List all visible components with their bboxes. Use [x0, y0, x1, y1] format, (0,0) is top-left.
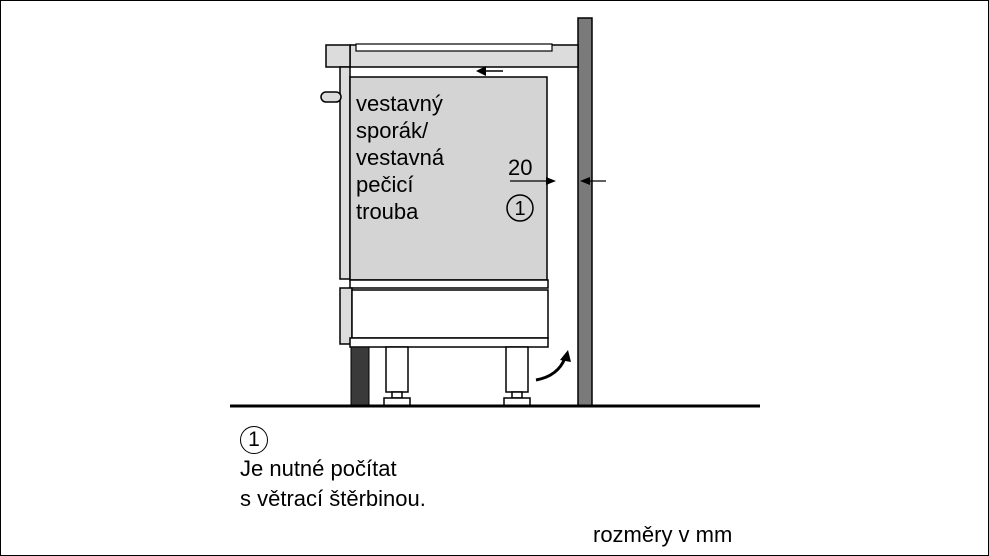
drawer-top-rail — [349, 279, 549, 289]
appliance-label-line: pečicí — [356, 172, 413, 197]
hob-surface — [355, 43, 553, 52]
appliance-label-line: sporák/ — [356, 118, 429, 143]
note-line-2: s větrací štěrbinou. — [240, 486, 426, 511]
units-caption: rozměry v mm — [593, 522, 733, 547]
dimension-label: 20 — [508, 155, 532, 180]
wall — [577, 17, 593, 407]
dimension-arrows — [510, 177, 606, 185]
ventilation-note: 1 Je nutné počítat s větrací štěrbinou. — [240, 424, 426, 514]
oven-body — [349, 76, 548, 281]
appliance-label: vestavný sporák/ vestavná pečicí trouba — [356, 91, 450, 224]
note-marker: 1 — [240, 426, 268, 454]
oven-handle — [320, 91, 342, 103]
note-line-1: Je nutné počítat — [240, 456, 397, 481]
drawer-front — [339, 287, 353, 345]
drawer-bottom-rail — [349, 337, 549, 348]
appliance-label-line: vestavná — [356, 145, 445, 170]
callout-number: 1 — [514, 198, 525, 220]
leg-right — [503, 346, 531, 407]
callout-circle — [506, 194, 534, 222]
oven-door-edge — [339, 66, 351, 280]
oven-front-panel — [325, 44, 351, 68]
airflow-arrow-top — [476, 66, 503, 76]
appliance-label-line: vestavný — [356, 91, 443, 116]
appliance-label-line: trouba — [356, 199, 419, 224]
leg-left — [383, 346, 411, 407]
ventilation-arrow — [535, 350, 571, 382]
drawer-body — [351, 289, 549, 339]
plinth — [350, 346, 370, 407]
